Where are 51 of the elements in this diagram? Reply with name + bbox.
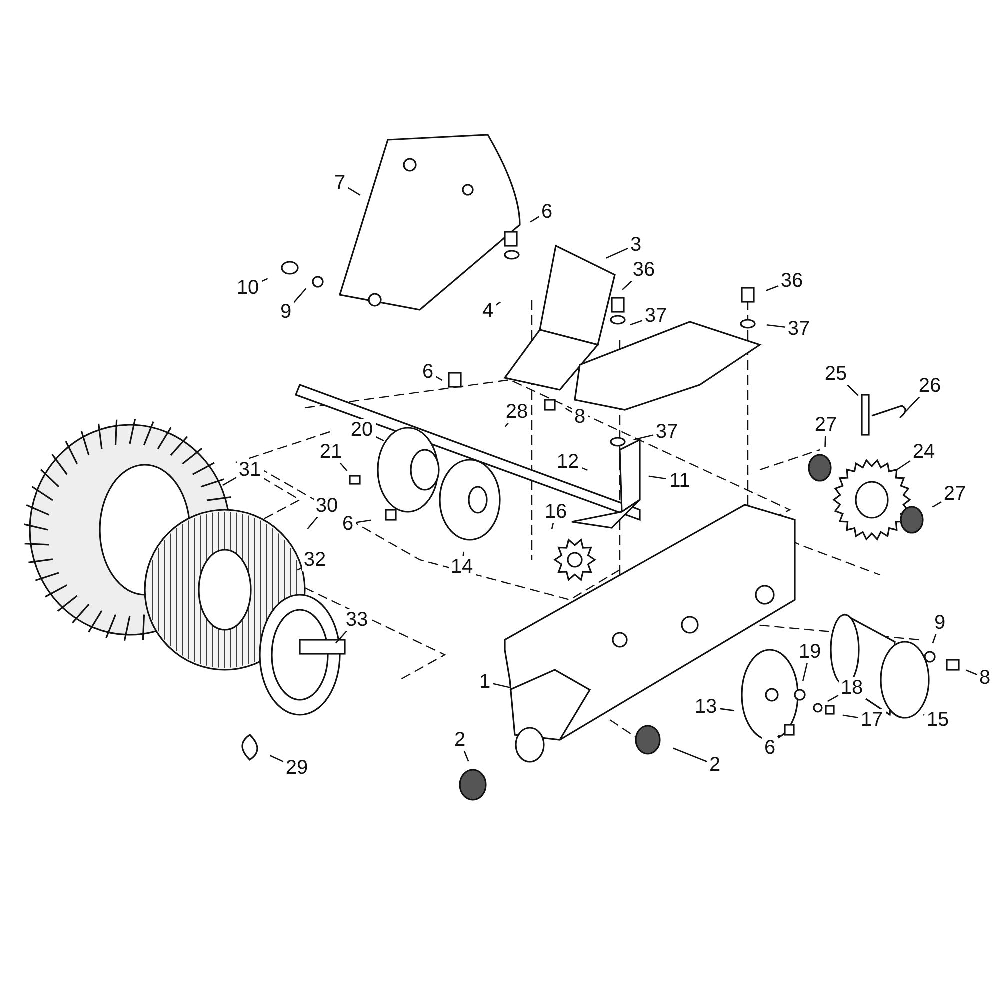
leader-line [492,683,512,689]
leader-line [462,552,465,556]
callout-number: 28 [504,401,530,423]
callout-number: 26 [916,375,944,397]
callout-number: 21 [318,441,344,463]
leader-line [846,384,859,396]
leader-line [551,522,554,530]
leader-line [347,187,361,196]
leader-line [622,280,633,290]
leader-line [356,520,372,524]
leader-line [261,278,268,282]
leader-line [375,436,384,442]
leader-line [293,288,307,304]
callout-number: 25 [822,363,850,385]
leader-line [307,516,318,530]
leader-line [297,568,302,571]
callout-number: 33 [344,609,370,631]
callout-number: 18 [838,677,866,699]
callout-number: 36 [630,259,658,281]
leader-line [966,670,978,676]
leader-line [630,320,643,326]
leader-line [606,248,629,259]
callout-number: 30 [314,495,340,517]
leader-line [464,750,470,762]
leader-line [719,708,734,712]
leader-line [495,302,501,306]
callout-number: 31 [236,459,264,481]
callout-number: 14 [448,556,476,578]
leader-line [824,436,826,448]
leader-line [336,630,348,644]
leader-line [766,286,779,292]
leader-line [766,324,786,328]
leader-line [932,634,937,644]
leader-line [906,396,920,412]
callout-number: 32 [302,549,328,571]
leader-line [634,434,654,441]
leader-line [932,502,942,508]
leader-line [530,216,540,223]
leader-line [504,422,510,428]
leader-line [565,408,573,413]
leader-line [895,460,911,472]
leader-line [435,376,443,381]
leader-line [673,748,708,762]
leader-line [222,477,237,486]
leader-line [802,662,808,682]
callout-number: 9 [932,612,948,634]
leader-line [828,695,839,702]
leader-line [340,462,348,472]
leader-line [648,476,667,480]
leader-line [270,755,284,762]
leader-line [842,714,859,719]
